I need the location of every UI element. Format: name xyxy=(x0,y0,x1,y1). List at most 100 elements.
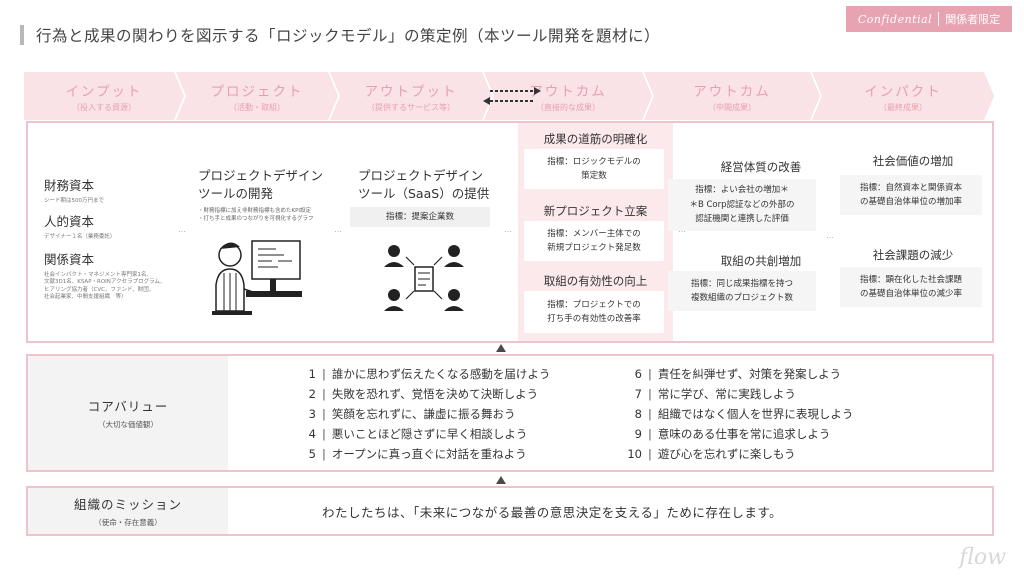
network-people-illustration-icon xyxy=(384,245,464,311)
value-number: 10 xyxy=(627,447,642,461)
list-item: 4|悪いことほど隠さずに早く相談しよう xyxy=(300,424,550,444)
output-title: プロジェクトデザイン ツール（SaaS）の提供 xyxy=(358,168,490,202)
input-relational: 関係資本 社会インパクト・マネジメント専門家1名、 文献3D1名、KSAP・RO… xyxy=(44,249,165,302)
input-human-title: 人的資本 xyxy=(44,214,95,229)
core-values-list-left: 1|誰かに思わず伝えたくなる感動を届けよう 2|失敗を恐れず、覚悟を決めて決断し… xyxy=(300,364,551,464)
stage-direct-outcome-sub: （直接的な成果） xyxy=(536,102,600,112)
list-item: 10|遊び心を忘れずに楽しもう xyxy=(626,444,853,464)
value-number: 6 xyxy=(634,367,642,381)
stage-project: プロジェクト （活動・取組） xyxy=(176,72,338,120)
intermediate-outcome-1-metric: 指標：よい会社の増加＊ ＊B Corp認証などの外部の 認証機関と連携した評価 xyxy=(668,179,816,231)
mission-title: 組織のミッション xyxy=(73,497,182,512)
direct-outcome-2-metric: 指標：メンバー主体での 新規プロジェクト発足数 xyxy=(524,221,664,261)
connector-dots: ⋯ xyxy=(678,227,687,236)
intermediate-outcome-2-title: 取組の共創増加 xyxy=(720,254,802,268)
bidirectional-arrow-icon xyxy=(483,87,541,105)
value-text: 責任を糾弾せず、対策を発案しよう xyxy=(657,367,842,381)
list-item: 2|失敗を恐れず、覚悟を決めて決断しよう xyxy=(300,384,550,404)
impact-2-metric: 指標：顕在化した社会課題 の基礎自治体単位の減少率 xyxy=(840,267,982,307)
project-note: ・財務指標に加え非財務指標も含めたKPI設定 ・打ち手と成果のつながりを可視化す… xyxy=(198,208,314,223)
value-text: 失敗を恐れず、覚悟を決めて決断しよう xyxy=(331,387,539,401)
input-relational-note: 社会インパクト・マネジメント専門家1名、 文献3D1名、KSAP・ROINアクセ… xyxy=(44,272,166,301)
stage-output-sub: （提供するサービス等） xyxy=(367,102,455,112)
stage-impact-title: インパクト xyxy=(864,83,942,100)
direct-outcome-1-title: 成果の道筋の明確化 xyxy=(543,132,648,146)
impact-1-metric: 指標：自然資本と関係資本 の基礎自治体単位の増加率 xyxy=(840,175,982,215)
value-number: 4 xyxy=(308,427,316,441)
mission-statement: わたしたちは、「未来につながる最善の意思決定を支える」ために存在します。 xyxy=(322,505,783,520)
stage-project-sub: （活動・取組） xyxy=(229,102,285,112)
title-accent xyxy=(20,25,24,45)
value-number: 1 xyxy=(308,367,316,381)
project-title: プロジェクトデザイン ツールの開発 xyxy=(198,168,324,202)
input-financial-note: シード期は500万円まで xyxy=(44,198,104,204)
direct-outcome-3-metric: 指標：プロジェクトでの 打ち手の有効性の改善率 xyxy=(524,291,664,333)
value-text: 意味のある仕事を常に追求しよう xyxy=(657,427,831,441)
direct-outcome-3-title: 取組の有効性の向上 xyxy=(543,274,648,288)
core-values-label: コアバリュー （大切な価値観） xyxy=(28,356,228,470)
input-financial-title: 財務資本 xyxy=(44,178,95,193)
list-item: 6|責任を糾弾せず、対策を発案しよう xyxy=(626,364,853,384)
stage-input-title: インプット xyxy=(65,83,143,100)
mission-label: 組織のミッション （使命・存在意義） xyxy=(28,488,228,534)
core-values-box: コアバリュー （大切な価値観） 1|誰かに思わず伝えたくなる感動を届けよう 2|… xyxy=(26,354,994,472)
list-item: 9|意味のある仕事を常に追求しよう xyxy=(626,424,853,444)
stage-band: インプット （投入する資源） プロジェクト （活動・取組） アウトプット （提供… xyxy=(24,72,994,120)
stage-output-title: アウトプット xyxy=(364,83,458,100)
value-text: オープンに真っ直ぐに対話を重ねよう xyxy=(331,447,527,461)
direct-outcome-1-metric: 指標：ロジックモデルの 策定数 xyxy=(524,149,664,189)
flow-logo: flow xyxy=(959,545,1006,570)
logic-model-box: 財務資本 シード期は500万円まで 人的資本 デザイナー１名（業務委託） 関係資… xyxy=(26,121,994,343)
stage-intermediate-outcome-sub: （中間成果） xyxy=(708,102,756,112)
badge-divider xyxy=(938,12,940,26)
list-item: 7|常に学び、常に実践しよう xyxy=(626,384,853,404)
value-number: 2 xyxy=(308,387,316,401)
list-item: 8|組織ではなく個人を世界に表現しよう xyxy=(626,404,854,424)
mission-box: 組織のミッション （使命・存在意義） わたしたちは、「未来につながる最善の意思決… xyxy=(26,486,994,536)
direct-outcome-2-title: 新プロジェクト立案 xyxy=(543,204,648,218)
input-human: 人的資本 デザイナー１名（業務委託） xyxy=(44,211,115,241)
core-values-subtitle: （大切な価値観） xyxy=(98,420,158,429)
stage-intermediate-outcome: アウトカム （中間成果） xyxy=(644,72,820,120)
connector-dots: ⋯ xyxy=(826,233,835,242)
list-item: 5|オープンに真っ直ぐに対話を重ねよう xyxy=(300,444,550,464)
list-item: 3|笑顔を忘れずに、謙虚に振る舞おう xyxy=(300,404,550,424)
value-number: 5 xyxy=(308,447,316,461)
value-text: 常に学び、常に実践しよう xyxy=(657,387,796,401)
intermediate-outcome-1-title: 経営体質の改善 xyxy=(720,160,802,174)
mission-subtitle: （使命・存在意義） xyxy=(94,518,162,527)
stage-impact-sub: （最終成果） xyxy=(879,102,927,112)
input-human-note: デザイナー１名（業務委託） xyxy=(44,234,116,240)
intermediate-outcome-2-metric: 指標：同じ成果指標を持つ 複数組織のプロジェクト数 xyxy=(668,271,816,311)
output-metric: 指標：提案企業数 xyxy=(350,207,490,227)
connector-dots: ⋯ xyxy=(178,227,187,236)
stage-intermediate-outcome-title: アウトカム xyxy=(693,83,771,100)
person-at-computer-illustration-icon xyxy=(212,240,302,315)
up-arrow-icon xyxy=(496,344,506,352)
page-title: 行為と成果の関わりを図示する「ロジックモデル」の策定例（本ツール開発を題材に） xyxy=(36,27,661,45)
value-text: 誰かに思わず伝えたくなる感動を届けよう xyxy=(331,367,551,381)
up-arrow-icon xyxy=(496,476,506,484)
value-number: 3 xyxy=(308,407,316,421)
stage-input-sub: （投入する資源） xyxy=(72,102,136,112)
value-number: 8 xyxy=(634,407,642,421)
confidential-label: Confidential xyxy=(857,12,933,26)
stage-input: インプット （投入する資源） xyxy=(24,72,184,120)
core-values-title: コアバリュー xyxy=(87,399,169,414)
list-item: 1|誰かに思わず伝えたくなる感動を届けよう xyxy=(300,364,551,384)
impact-1-title: 社会価値の増加 xyxy=(872,154,954,168)
core-values-list-right: 6|責任を糾弾せず、対策を発案しよう 7|常に学び、常に実践しよう 8|組織では… xyxy=(626,364,853,464)
restricted-label: 関係者限定 xyxy=(945,13,1001,26)
impact-2-title: 社会課題の減少 xyxy=(872,248,954,262)
stage-output: アウトプット （提供するサービス等） xyxy=(330,72,492,120)
value-text: 組織ではなく個人を世界に表現しよう xyxy=(657,407,854,421)
title-bar: 行為と成果の関わりを図示する「ロジックモデル」の策定例（本ツール開発を題材に） xyxy=(20,24,660,46)
stage-impact: インパクト （最終成果） xyxy=(812,72,994,120)
value-text: 悪いことほど隠さずに早く相談しよう xyxy=(331,427,528,441)
stage-project-title: プロジェクト xyxy=(210,83,304,100)
value-number: 7 xyxy=(634,387,642,401)
value-number: 9 xyxy=(634,427,642,441)
value-text: 笑顔を忘れずに、謙虚に振る舞おう xyxy=(331,407,516,421)
connector-dots: ⋯ xyxy=(334,227,343,236)
stage-direct-outcome: アウトカム （直接的な成果） xyxy=(484,72,652,120)
